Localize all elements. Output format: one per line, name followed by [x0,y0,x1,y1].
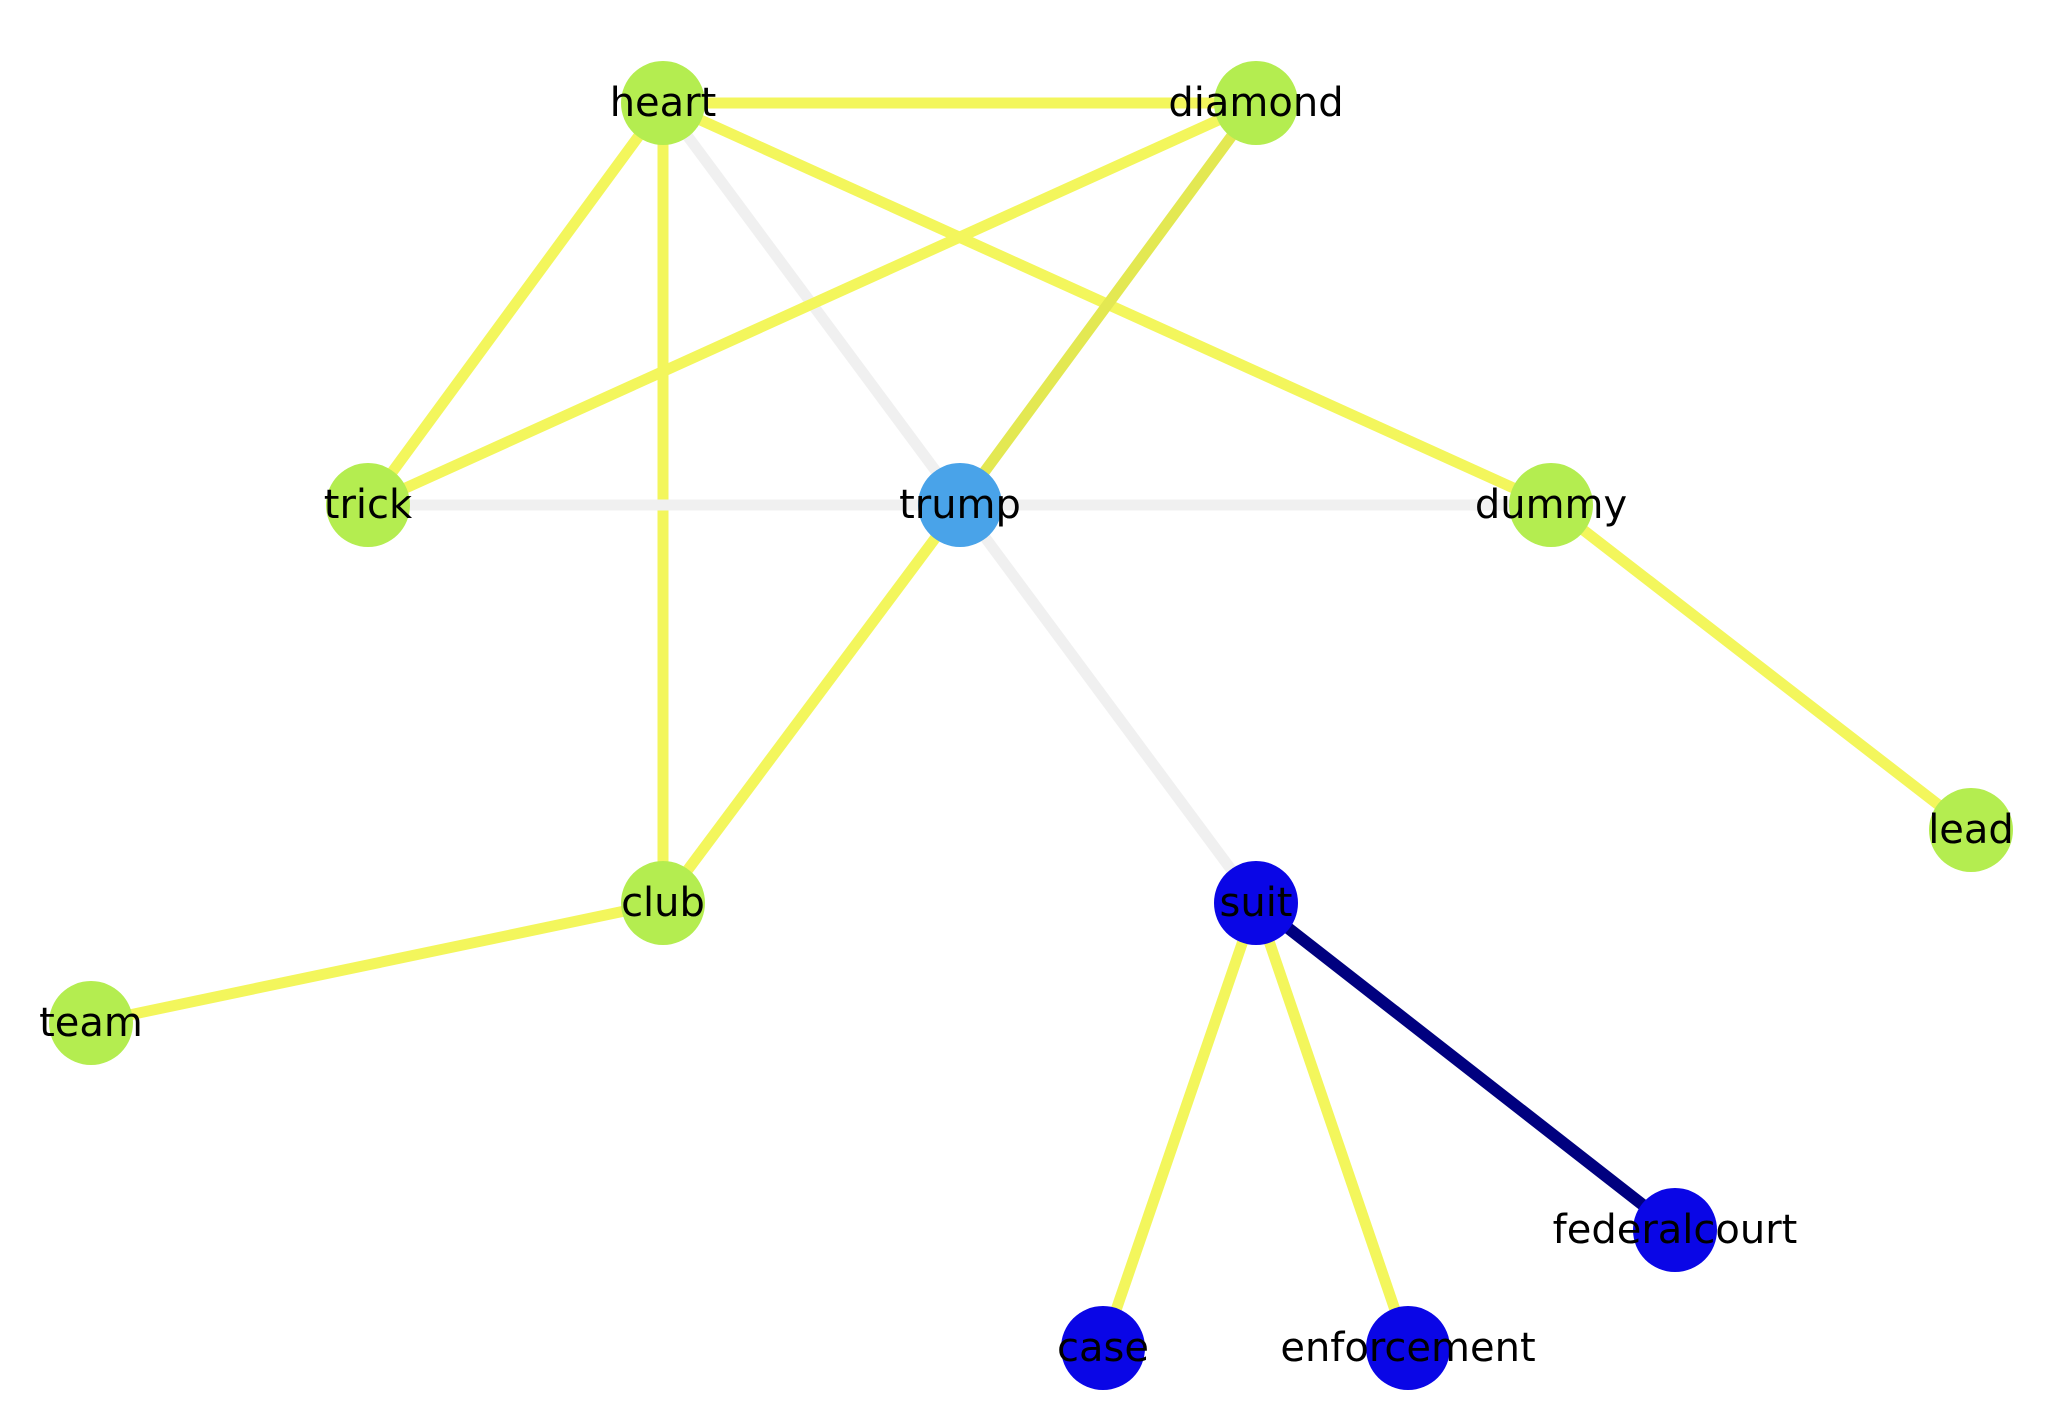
node-label-enforcement: enforcement [1280,1325,1535,1371]
node-label-case: case [1057,1325,1149,1371]
node-label-trump: trump [899,482,1021,528]
node-heart[interactable] [621,61,705,145]
edge-heart-trick [363,99,668,509]
edge-dummy-lead [1547,500,1975,835]
node-lead[interactable] [1929,788,2013,872]
node-trick[interactable] [326,463,410,547]
node-label-club: club [621,880,705,926]
node-team[interactable] [49,981,133,1065]
edge-diamond-trump [955,99,1261,509]
node-label-federalcourt: federalcourt [1553,1207,1798,1253]
edges-layer [89,97,1975,1350]
labels-layer: heart diamond trick trump dummy lead club team s… [39,80,2014,1371]
node-club[interactable] [621,861,705,945]
node-label-team: team [39,1000,143,1046]
node-trump[interactable] [918,463,1002,547]
node-suit[interactable] [1214,861,1298,945]
node-label-trick: trick [324,482,413,528]
node-label-lead: lead [1928,807,2014,853]
node-dummy[interactable] [1509,463,1593,547]
node-label-diamond: diamond [1168,80,1343,126]
node-enforcement[interactable] [1366,1306,1450,1390]
node-case[interactable] [1061,1306,1145,1390]
edge-trump-club [658,501,965,907]
node-label-suit: suit [1220,880,1293,926]
node-label-dummy: dummy [1475,482,1627,528]
nodes-layer [49,61,2013,1390]
edge-suit-federalcourt [1252,898,1679,1235]
node-federalcourt[interactable] [1633,1188,1717,1272]
edge-suit-enforcement [1250,901,1414,1350]
edge-diamond-trick [365,97,1259,511]
node-label-heart: heart [610,80,717,126]
edge-suit-case [1097,901,1262,1350]
node-diamond[interactable] [1214,61,1298,145]
edge-club-team [89,897,665,1029]
